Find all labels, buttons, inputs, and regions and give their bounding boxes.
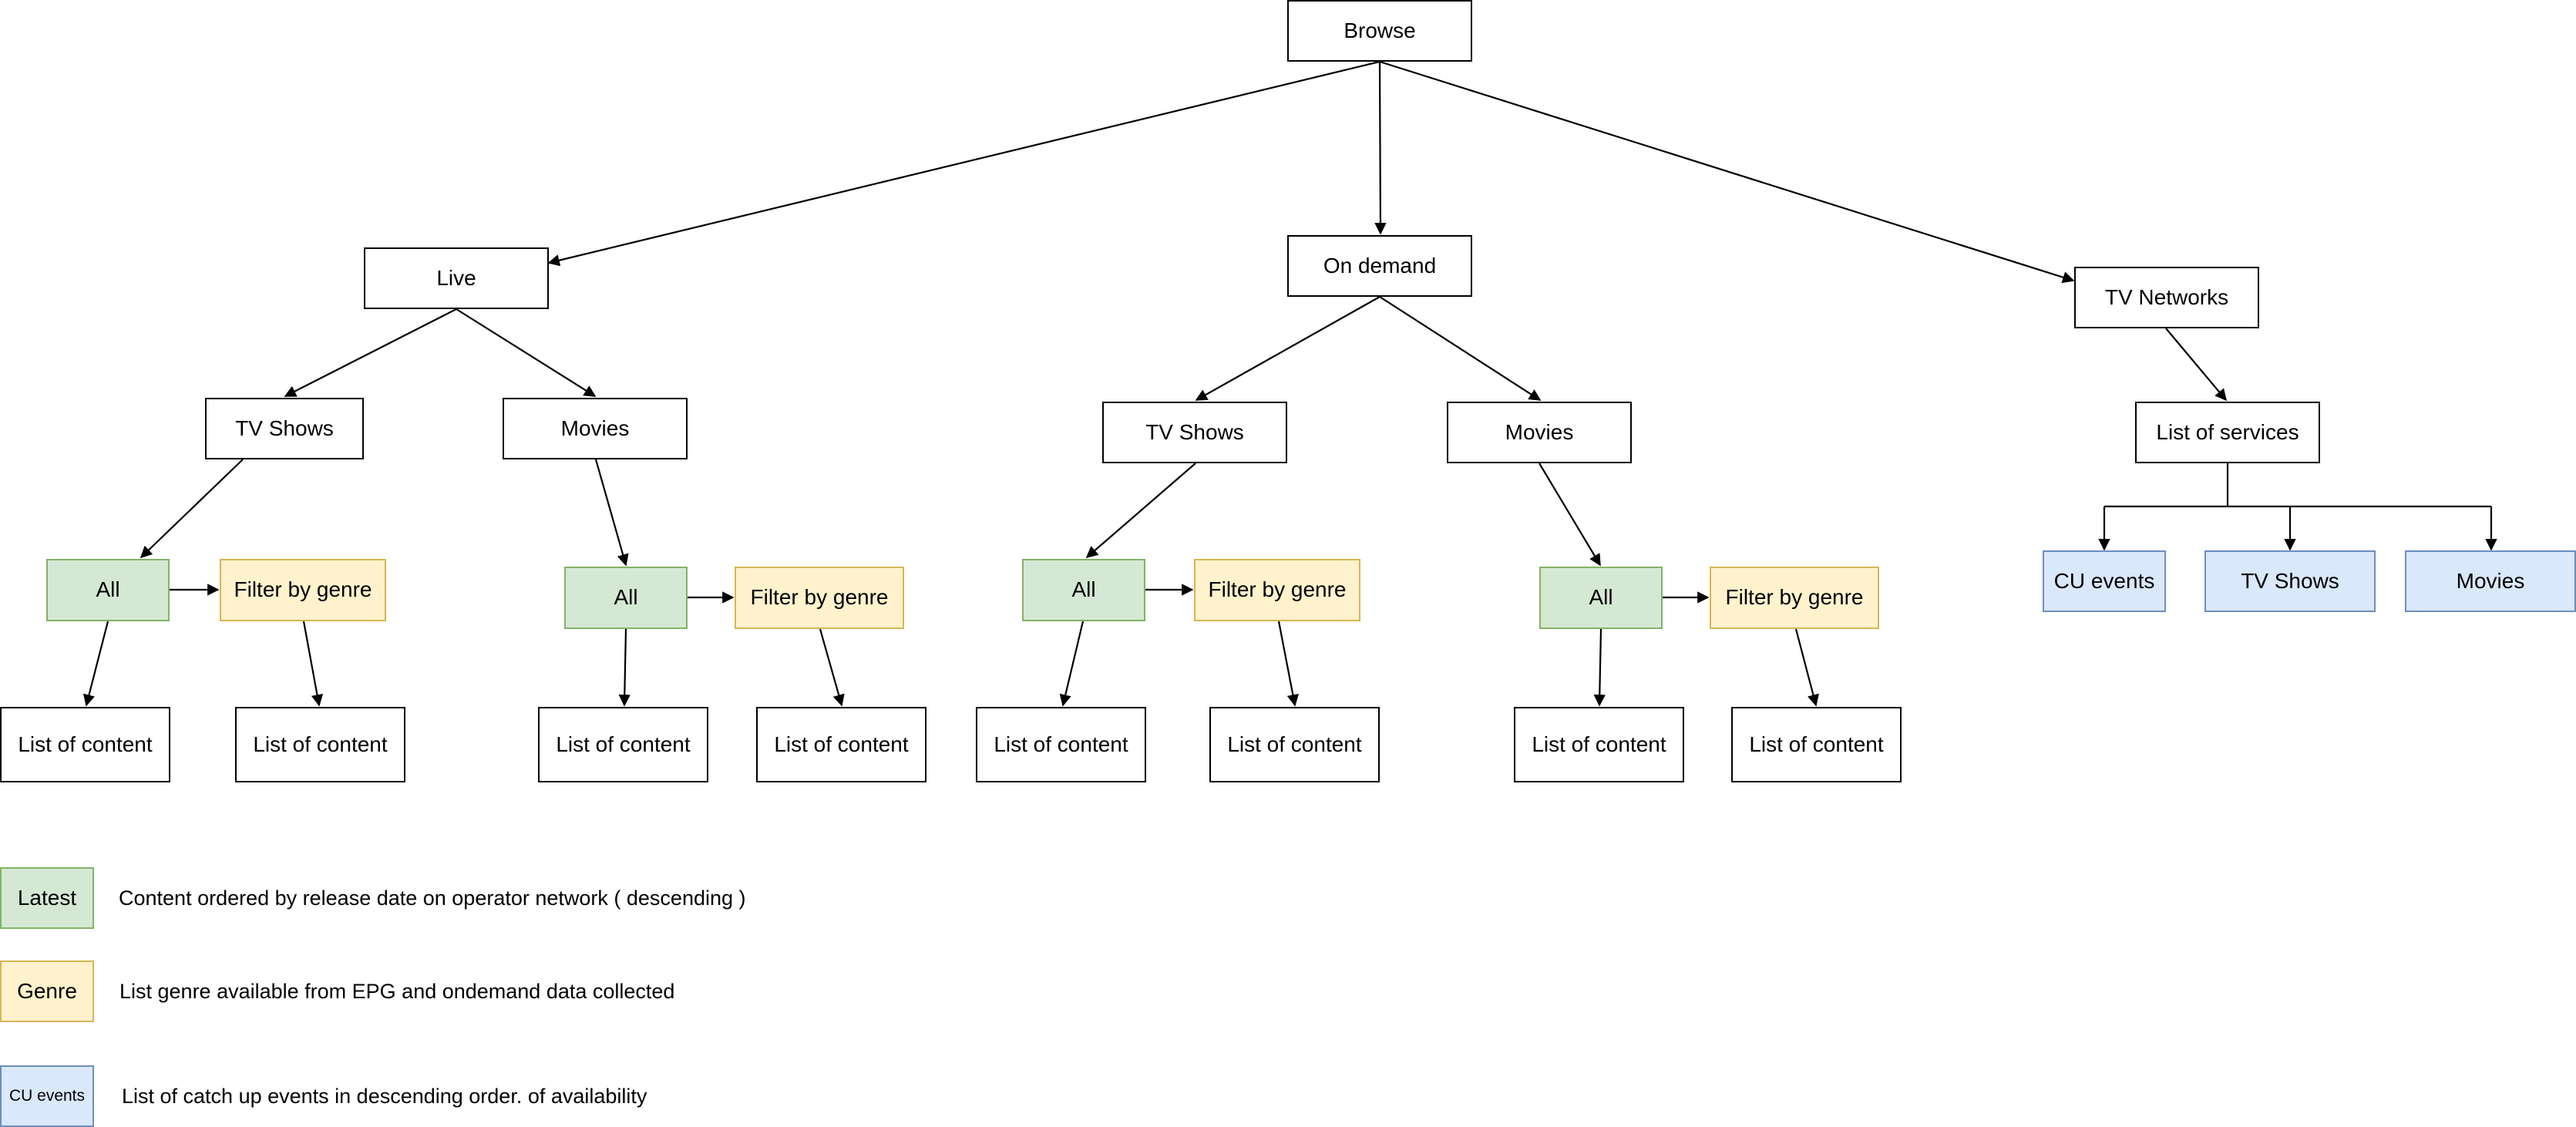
node-all-3: All [1022,559,1145,621]
node-filter-3: Filter by genre [1194,559,1360,621]
node-od-tv-shows: TV Shows [1102,402,1287,463]
node-od-movies: Movies [1447,402,1632,463]
edge-browse-networks [1379,60,2075,284]
node-list-content-2: List of content [235,707,405,782]
node-cu-events: CU events [2043,550,2166,612]
edge-tvshows-all-3 [1085,463,1196,559]
node-list-of-services: List of services [2135,402,2320,463]
legend-genre-text: List genre available from EPG and ondema… [119,979,675,1003]
node-browse: Browse [1287,0,1472,62]
edge-networks-services [2165,328,2227,402]
legend-genre-swatch: Genre [0,960,94,1022]
node-filter-2: Filter by genre [735,567,904,629]
node-networks-movies: Movies [2405,550,2576,612]
legend-cu-text: List of catch up events in descending or… [122,1084,647,1108]
edge-all-list-1 [82,621,109,707]
node-all-4: All [1539,567,1663,629]
node-list-content-1: List of content [0,707,170,782]
node-list-content-4: List of content [756,707,926,782]
edge-live-tvshows [284,308,457,397]
edge-all-list-5 [1059,621,1085,707]
edge-movies-all-2 [594,459,629,567]
node-filter-1: Filter by genre [220,559,386,621]
edge-ondemand-tvshows [1195,296,1380,401]
node-live-tv-shows: TV Shows [205,398,364,459]
node-all-1: All [46,559,170,621]
edge-browse-live [547,60,1380,267]
node-filter-4: Filter by genre [1710,567,1879,629]
edge-tvshows-all-1 [140,459,244,559]
edge-movies-all-4 [1539,463,1601,567]
edge-filter-list-4 [819,628,845,707]
node-live: Live [364,247,549,309]
edge-all-list-3 [618,628,631,707]
node-list-content-5: List of content [976,707,1146,782]
edge-all-list-7 [1593,628,1606,707]
legend-latest-text: Content ordered by release date on opera… [119,886,746,910]
edge-ondemand-movies [1379,296,1542,401]
node-tv-networks: TV Networks [2074,267,2259,328]
node-live-movies: Movies [503,398,688,459]
node-list-content-3: List of content [538,707,708,782]
edge-live-movies [456,308,597,397]
legend-cu-swatch: CU events [0,1065,94,1127]
node-networks-tv-shows: TV Shows [2204,550,2376,612]
node-list-content-7: List of content [1514,707,1684,782]
node-list-content-8: List of content [1731,707,1902,782]
edge-filter-list-8 [1794,628,1819,707]
legend-latest-swatch: Latest [0,867,94,929]
node-all-2: All [564,567,688,629]
edge-filter-list-6 [1277,621,1299,707]
node-on-demand: On demand [1287,235,1472,297]
node-list-content-6: List of content [1209,707,1380,782]
edge-filter-list-2 [302,621,324,707]
